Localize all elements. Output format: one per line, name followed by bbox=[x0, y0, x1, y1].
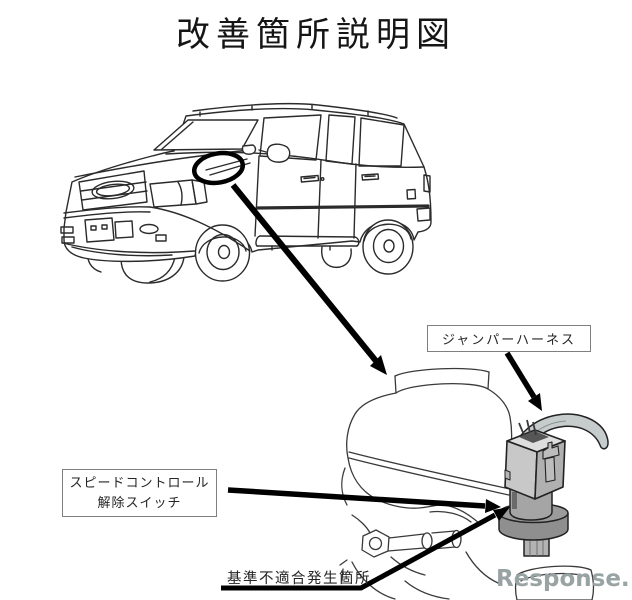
fog-lamp bbox=[139, 223, 159, 235]
speed-control-release-switch bbox=[498, 413, 609, 557]
diagram-title: 改善箇所説明図 bbox=[176, 17, 456, 54]
nonconformity-location-label: 基準不適合発生箇所 bbox=[227, 571, 371, 587]
inspection-area-circle bbox=[191, 150, 246, 186]
callout-arrows bbox=[221, 183, 542, 591]
tail-lamp bbox=[423, 174, 431, 193]
rear-door-window bbox=[325, 114, 356, 165]
quarter-window bbox=[358, 117, 405, 167]
brand-oval bbox=[91, 180, 135, 200]
side-molding bbox=[255, 204, 430, 210]
component-detail-illustration bbox=[339, 367, 609, 600]
license-plate bbox=[84, 217, 115, 243]
jumper-harness-label: ジャンパーハーネス bbox=[441, 332, 577, 347]
far-rear-wheel bbox=[321, 246, 352, 269]
roof-rail bbox=[192, 102, 398, 119]
hex-bolt bbox=[361, 529, 390, 558]
windshield bbox=[153, 119, 259, 151]
side-mirror bbox=[266, 143, 291, 163]
brake-reservoir-body bbox=[346, 392, 397, 500]
speed-control-switch-label-line2: 解除スイッチ bbox=[97, 495, 182, 510]
grille bbox=[78, 170, 148, 211]
arrow-vehicle-to-detail bbox=[230, 183, 387, 375]
speed-control-switch-label-line1: スピードコントロール bbox=[69, 474, 210, 490]
arrow-nonconformity-location bbox=[221, 507, 510, 591]
jumper-harness-cable bbox=[511, 413, 609, 461]
rear-wheel bbox=[362, 219, 414, 275]
far-side-mirror bbox=[241, 144, 257, 155]
arrow-speed-control-switch bbox=[227, 487, 501, 513]
far-front-wheel bbox=[120, 249, 185, 284]
vehicle-illustration bbox=[60, 102, 432, 284]
response-watermark: Response. bbox=[496, 566, 630, 592]
label-box-speed-control-switch: スピードコントロール 解除スイッチ bbox=[62, 469, 217, 517]
label-box-jumper-harness: ジャンパーハーネス bbox=[427, 325, 591, 352]
arrow-jumper-harness bbox=[504, 351, 542, 411]
door-handle bbox=[361, 173, 380, 181]
